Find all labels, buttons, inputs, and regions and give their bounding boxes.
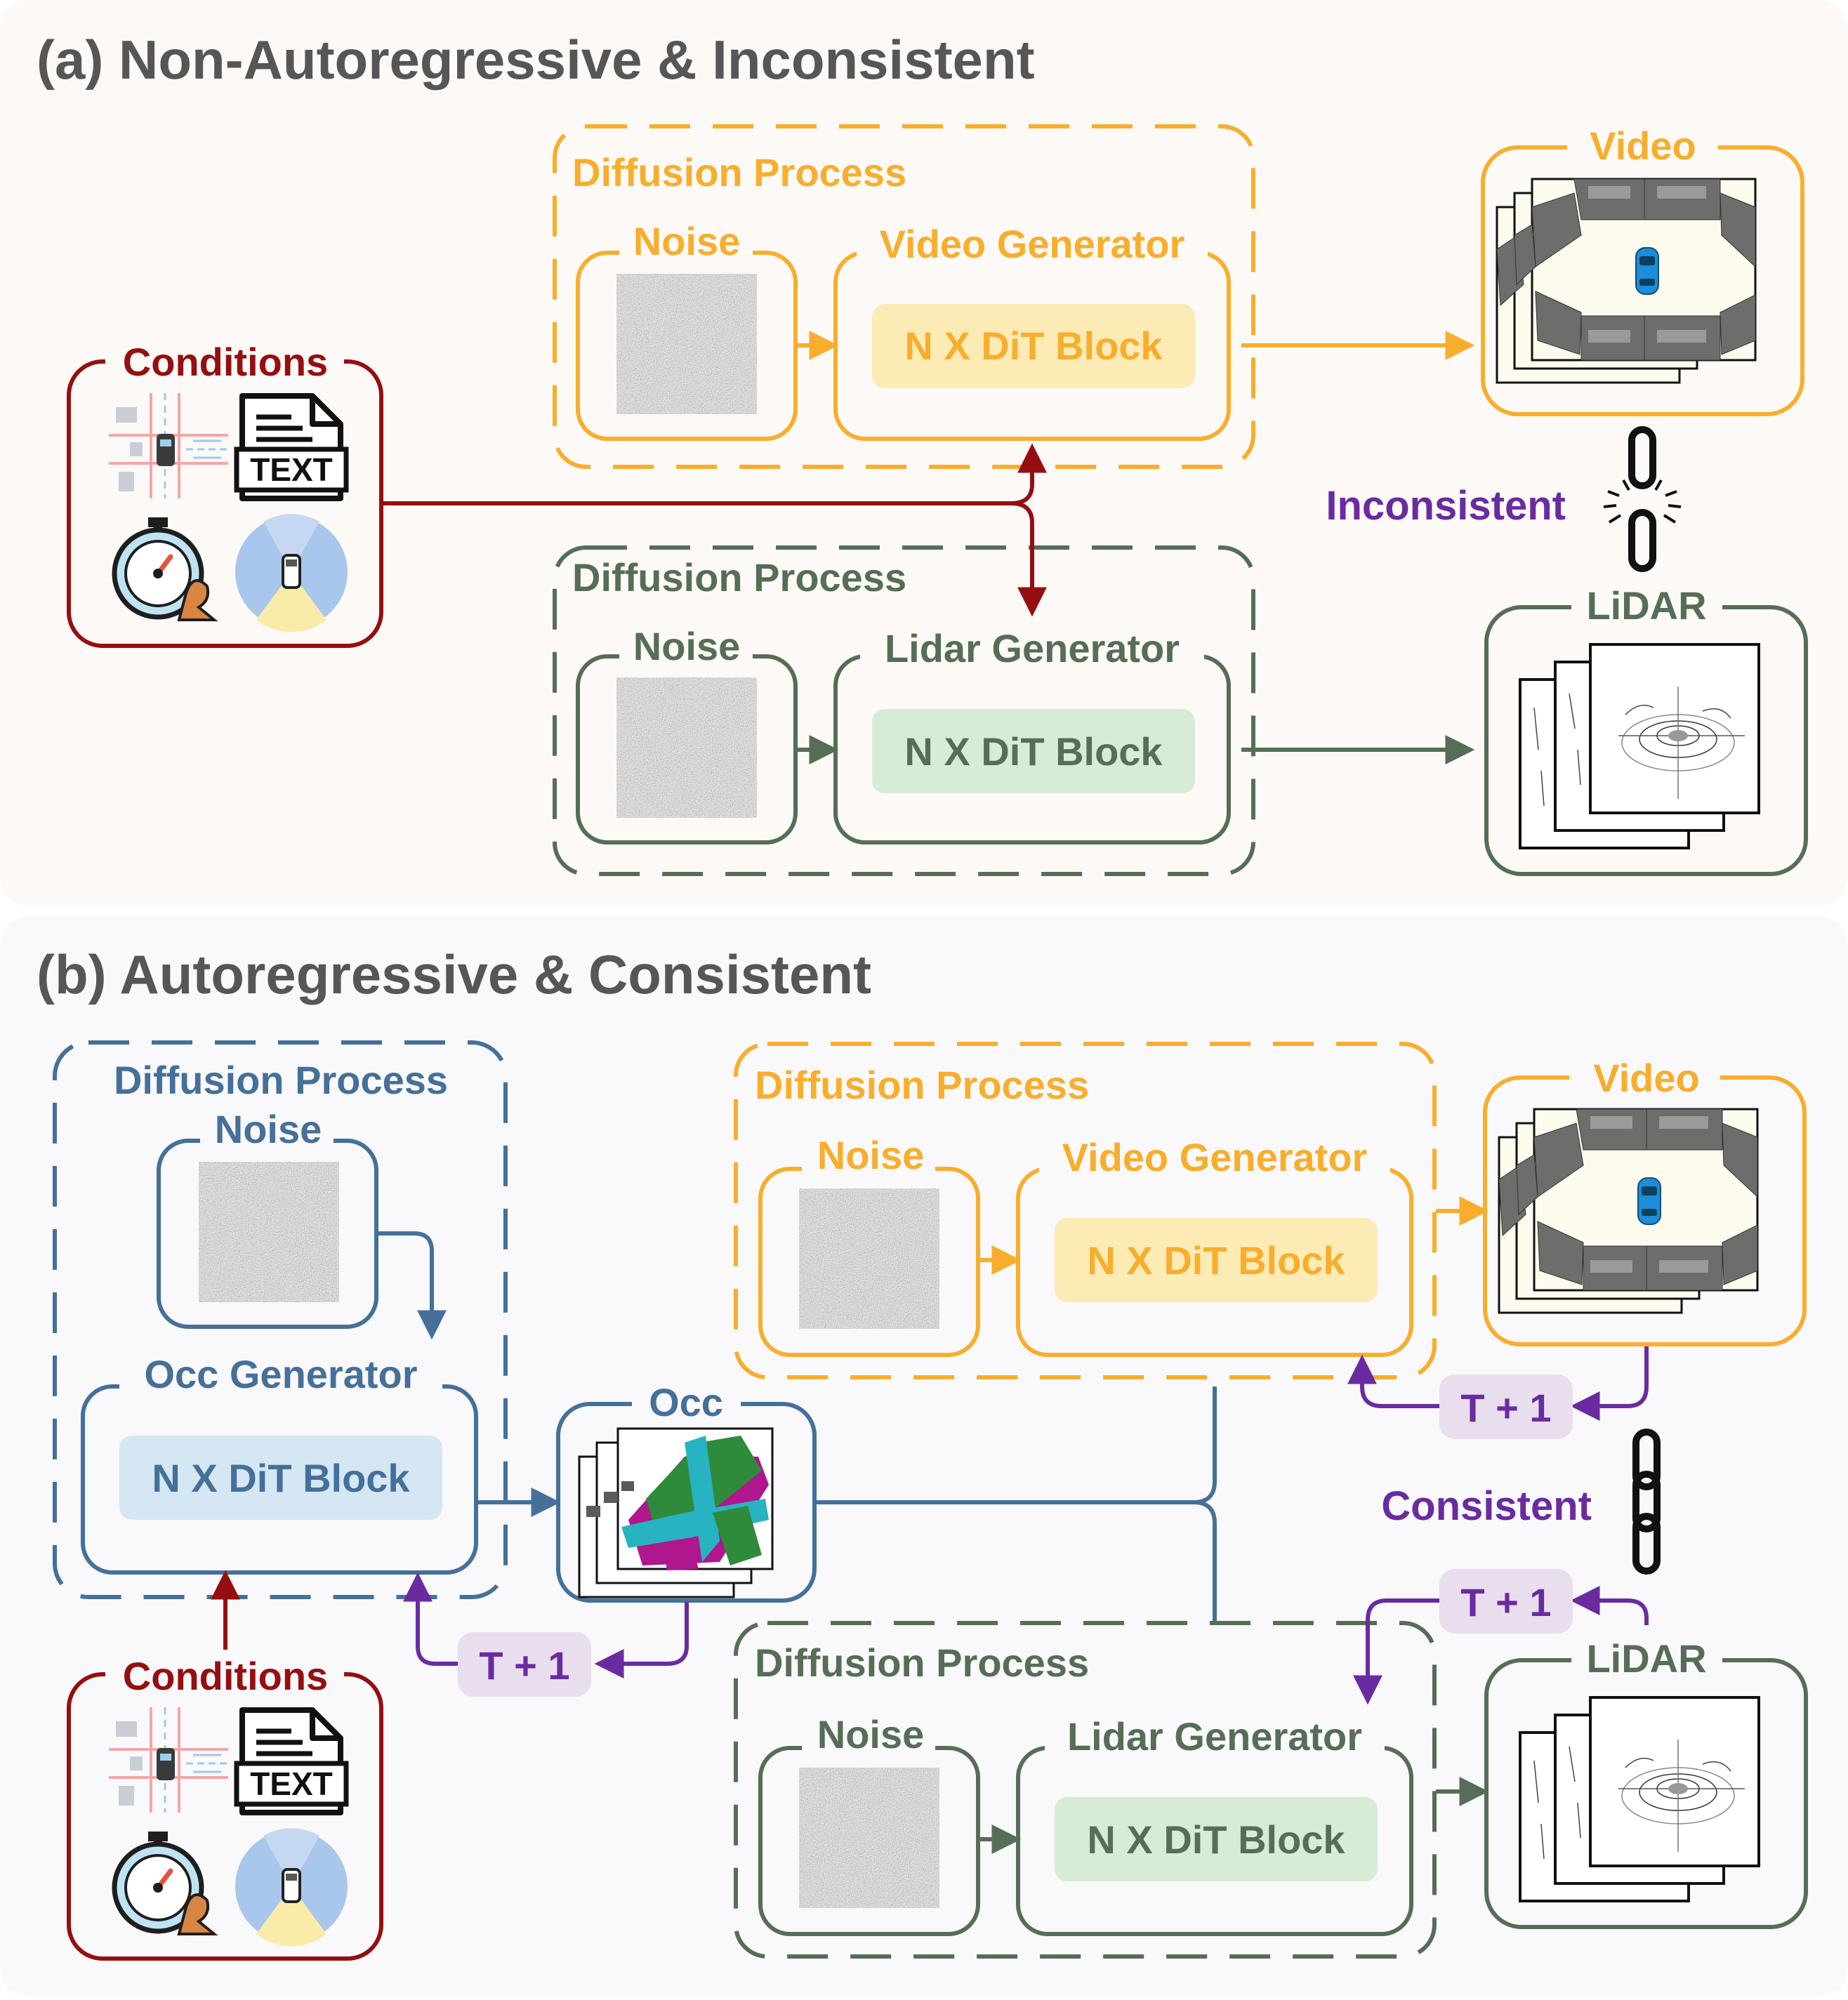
- dit-block: [119, 1436, 442, 1520]
- panel-b-occ-diffusion: Diffusion Process Noise Occ Generator N …: [53, 1040, 508, 1599]
- dit-block: [872, 709, 1195, 793]
- diffusion-process-label: Diffusion Process: [755, 1641, 1089, 1685]
- panel-b-video-output: Video: [1483, 1053, 1807, 1346]
- lidar-generator-label: Lidar Generator: [885, 626, 1180, 670]
- noise-image: [799, 1188, 939, 1329]
- lidar-generator-label: Lidar Generator: [1067, 1714, 1362, 1759]
- panel-b-lidar-output: LiDAR: [1484, 1636, 1808, 1929]
- video-generator-label: Video Generator: [1062, 1135, 1368, 1179]
- panel-a-title: (a) Non-Autoregressive & Inconsistent: [37, 29, 1035, 91]
- conditions-label: Conditions: [123, 340, 328, 384]
- noise-image: [199, 1162, 339, 1302]
- dit-block: [872, 304, 1195, 388]
- occ-condition-lines: [814, 1386, 1217, 1622]
- panel-b-conditions: Conditions TEXT: [67, 1651, 383, 1961]
- panel-a-lidar-diffusion: Diffusion Process Noise Lidar Generator …: [553, 545, 1255, 876]
- step-label: T + 1: [479, 1643, 569, 1688]
- video-output-label: Video: [1593, 1056, 1699, 1100]
- text-icon-label: TEXT: [250, 1766, 333, 1802]
- dit-block-label: N X DiT Block: [152, 1456, 410, 1500]
- dit-block-label: N X DiT Block: [1087, 1817, 1345, 1862]
- noise-label: Noise: [817, 1133, 925, 1177]
- lidar-output-label: LiDAR: [1586, 1636, 1706, 1681]
- panel-b-title: (b) Autoregressive & Consistent: [37, 943, 871, 1005]
- video-generator-label: Video Generator: [880, 222, 1185, 266]
- consistent-label: Consistent: [1381, 1483, 1592, 1529]
- panel-a-video-diffusion: Diffusion Process Noise Video Generator …: [553, 124, 1255, 469]
- diffusion-process-label: Diffusion Process: [572, 150, 906, 194]
- panel-a-background: [0, 0, 1848, 906]
- step-label: T + 1: [1460, 1386, 1551, 1430]
- noise-image: [799, 1768, 939, 1908]
- noise-image: [616, 274, 757, 414]
- noise-label: Noise: [633, 219, 741, 263]
- occ-output-label: Occ: [649, 1380, 723, 1424]
- dit-block-label: N X DiT Block: [1087, 1238, 1345, 1283]
- dit-block-label: N X DiT Block: [904, 729, 1163, 774]
- diffusion-process-label: Diffusion Process: [572, 555, 906, 600]
- broken-chain-icon: [1603, 426, 1682, 572]
- dit-block-label: N X DiT Block: [904, 324, 1163, 368]
- chain-icon: [1632, 1429, 1661, 1575]
- dit-block: [1055, 1797, 1378, 1881]
- panel-a-video-output: Video: [1481, 121, 1804, 416]
- dit-block: [1055, 1218, 1378, 1302]
- diffusion-process-label: Diffusion Process: [755, 1063, 1089, 1107]
- panel-a-condition-arrows: [381, 443, 1047, 617]
- panel-a-lidar-output: LiDAR: [1484, 583, 1808, 876]
- diffusion-process-label: Diffusion Process: [114, 1058, 448, 1102]
- occ-feedback: T + 1: [403, 1572, 689, 1697]
- step-label: T + 1: [1460, 1580, 1551, 1624]
- panel-b-occ-output: Occ: [556, 1379, 817, 1603]
- panel-a-conditions: Conditions TEXT: [67, 337, 383, 648]
- video-output-label: Video: [1590, 124, 1696, 168]
- occ-generator-label: Occ Generator: [144, 1352, 417, 1396]
- noise-label: Noise: [817, 1712, 925, 1756]
- text-icon-label: TEXT: [250, 451, 333, 488]
- lidar-feedback: T + 1: [1353, 1569, 1649, 1705]
- lidar-output-label: LiDAR: [1586, 583, 1706, 628]
- inconsistent-label: Inconsistent: [1326, 483, 1566, 529]
- noise-label: Noise: [215, 1107, 322, 1151]
- video-feedback: T + 1: [1347, 1346, 1649, 1439]
- conditions-label: Conditions: [123, 1654, 328, 1698]
- noise-label: Noise: [633, 624, 741, 668]
- panel-b-video-diffusion: Diffusion Process Noise Video Generator …: [734, 1042, 1437, 1379]
- panel-b-lidar-diffusion: Diffusion Process Noise Lidar Generator …: [734, 1621, 1437, 1959]
- noise-image: [616, 677, 757, 818]
